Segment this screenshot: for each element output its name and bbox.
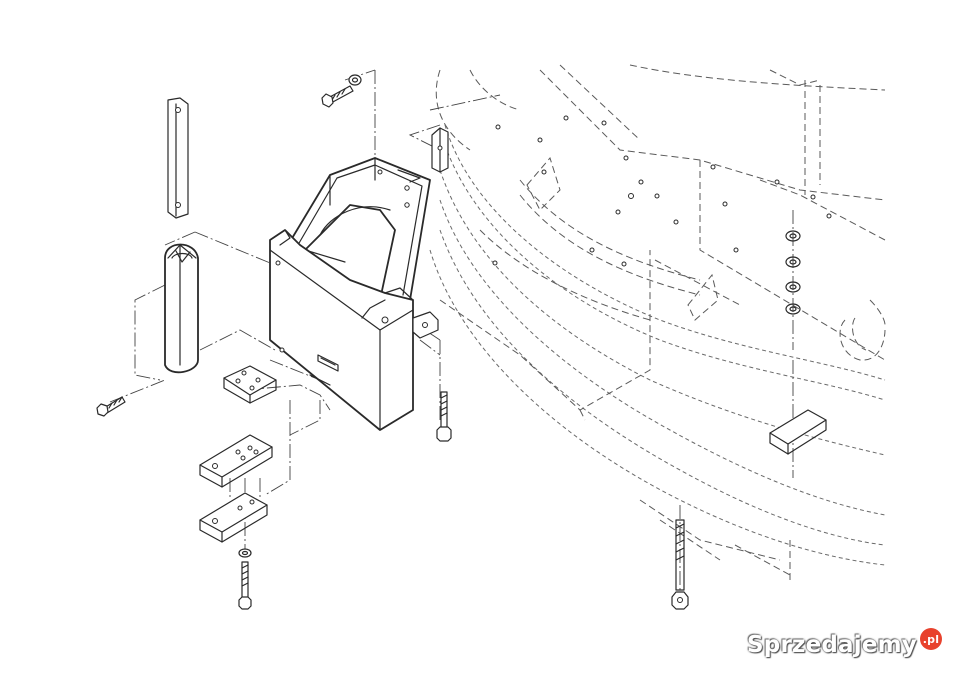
watermark-badge: .pl xyxy=(920,628,942,650)
spacer-block-right xyxy=(769,360,827,478)
bolt-right xyxy=(436,391,452,442)
bolt-left xyxy=(96,396,126,417)
bolt-bottom xyxy=(238,548,252,610)
mounting-box xyxy=(269,157,439,431)
watermark: Sprzedajemy.pl xyxy=(747,628,942,658)
bolt-stack-right xyxy=(785,210,801,350)
clamp-plate-lower xyxy=(199,492,268,543)
tube-handle xyxy=(164,243,199,374)
clamp-plate-upper xyxy=(199,434,273,488)
small-bracket xyxy=(431,127,449,173)
assembly-leader-lines xyxy=(109,69,501,555)
long-bolt-bottom xyxy=(671,505,689,610)
bolt-top xyxy=(321,74,362,108)
watermark-text: Sprzedajemy xyxy=(747,632,917,658)
machine-frame-outline xyxy=(429,64,886,580)
vertical-strap xyxy=(167,97,189,219)
top-plate xyxy=(223,365,277,404)
